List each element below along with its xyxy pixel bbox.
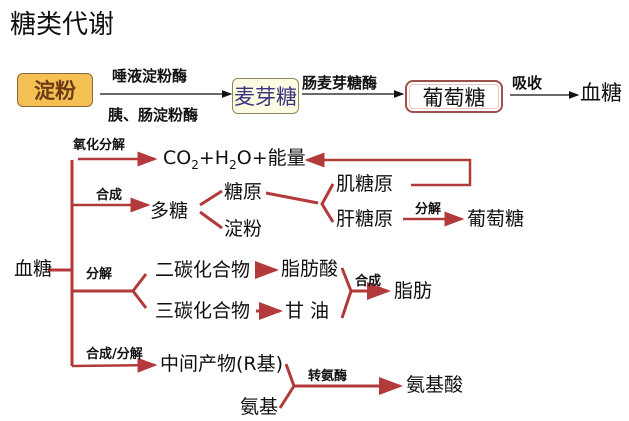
fat-fork bbox=[340, 267, 353, 319]
maltose-box: 麦芽糖 bbox=[232, 78, 299, 114]
two-carbon-compound: 二碳化合物 bbox=[155, 259, 251, 281]
synthesis-label: 合成 bbox=[96, 188, 123, 203]
blood-sugar-top: 血糖 bbox=[580, 81, 622, 105]
co2-sub: 2 bbox=[191, 157, 199, 172]
co2-h2o-energy: CO2+H2O+能量 bbox=[163, 149, 306, 171]
maltose-label: 麦芽糖 bbox=[234, 85, 297, 109]
carbon-fork bbox=[131, 273, 148, 309]
amino-group: 氨基 bbox=[240, 396, 279, 418]
pancreatic-amylase-label: 胰、肠淀粉酶 bbox=[108, 106, 199, 124]
fatty-acid: 脂肪酸 bbox=[281, 258, 339, 280]
starch-label: 淀粉 bbox=[34, 79, 76, 103]
synthesis-label-2: 合成 bbox=[355, 274, 382, 289]
glycogen: 糖原 bbox=[224, 181, 263, 203]
decompose-label: 分解 bbox=[415, 202, 442, 217]
arrow-intermediate bbox=[71, 357, 158, 373]
blood-sugar: 血糖 bbox=[14, 258, 53, 280]
liver-glycogen: 肝糖原 bbox=[336, 208, 394, 230]
oxidation-label: 氧化分解 bbox=[73, 138, 126, 153]
branch-glycogen bbox=[199, 189, 223, 207]
glycogen-fork bbox=[320, 183, 335, 223]
h2o-sub: 2 bbox=[229, 157, 237, 172]
glucose-box: 葡萄糖 bbox=[405, 80, 503, 113]
co2-text: CO bbox=[163, 147, 192, 169]
amino-acid: 氨基酸 bbox=[406, 374, 464, 396]
intermediate-product: 中间产物(R基) bbox=[160, 353, 284, 375]
h2o-text: +H bbox=[198, 147, 230, 169]
page-title: 糖类代谢 bbox=[10, 10, 115, 40]
return-line bbox=[304, 152, 472, 187]
starch-box: 淀粉 bbox=[17, 73, 93, 107]
three-carbon-compound: 三碳化合物 bbox=[155, 300, 251, 322]
plant-starch: 淀粉 bbox=[224, 218, 263, 240]
polysaccharide: 多糖 bbox=[150, 200, 189, 222]
muscle-glycogen: 肌糖原 bbox=[336, 173, 394, 195]
branch-starch bbox=[199, 210, 223, 230]
maltase-label: 肠麦芽糖酶 bbox=[302, 74, 378, 92]
fat: 脂肪 bbox=[394, 280, 433, 302]
salivary-amylase-label: 唾液淀粉酶 bbox=[112, 67, 188, 85]
glycerol: 甘 油 bbox=[285, 300, 330, 322]
glucose-product: 葡萄糖 bbox=[467, 208, 525, 230]
glycogen-connector bbox=[265, 191, 319, 205]
decompose-label-2: 分解 bbox=[86, 267, 113, 282]
synth-decomp-label: 合成/分解 bbox=[86, 347, 143, 362]
absorb-label: 吸收 bbox=[512, 74, 543, 92]
transaminase-label: 转氨酶 bbox=[308, 369, 348, 384]
energy-text: O+能量 bbox=[236, 147, 306, 169]
glucose-label: 葡萄糖 bbox=[422, 85, 486, 110]
